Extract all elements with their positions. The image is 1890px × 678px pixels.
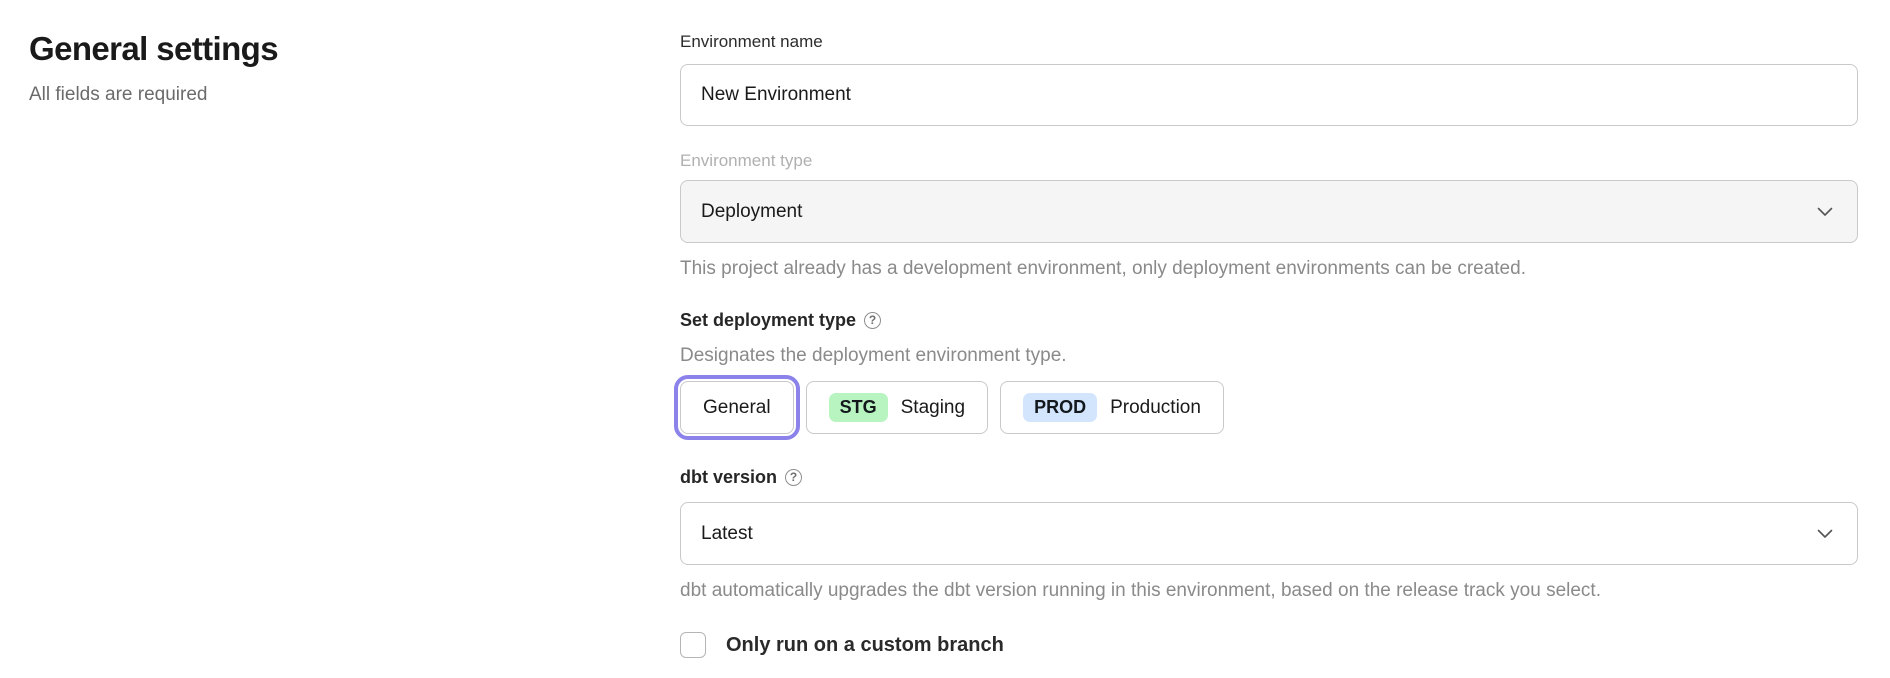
dbt-version-helper: dbt automatically upgrades the dbt versi…	[680, 580, 1601, 601]
question-circle-icon[interactable]	[785, 468, 803, 486]
custom-branch-row: Only run on a custom branch	[680, 632, 1858, 658]
deployment-type-option-staging[interactable]: STG Staging	[805, 381, 989, 434]
deployment-type-label: Set deployment type	[680, 310, 857, 330]
deployment-type-option-staging-label: Staging	[900, 396, 966, 418]
page-title: General settings	[29, 30, 279, 67]
staging-badge: STG	[828, 393, 888, 422]
environment-name-input[interactable]	[680, 64, 1858, 126]
settings-header: General settings All fields are required	[29, 30, 589, 106]
dbt-version-label: dbt version	[680, 467, 778, 487]
deployment-type-options: General STG Staging PROD Production	[674, 375, 1858, 440]
deployment-type-option-production-label: Production	[1110, 396, 1201, 418]
custom-branch-label: Only run on a custom branch	[726, 634, 1004, 656]
environment-name-label: Environment name	[680, 32, 823, 51]
dbt-version-select[interactable]: Latest	[680, 502, 1858, 565]
environment-settings-form: Environment name Environment type Deploy…	[674, 30, 1858, 658]
production-badge: PROD	[1023, 393, 1098, 422]
chevron-down-icon	[1817, 207, 1833, 217]
dbt-version-value: Latest	[701, 522, 753, 544]
environment-type-value: Deployment	[701, 200, 803, 222]
environment-type-helper: This project already has a development e…	[680, 258, 1526, 279]
environment-type-select: Deployment	[680, 180, 1858, 243]
deployment-type-option-general-label: General	[703, 396, 771, 418]
page-subtitle: All fields are required	[29, 84, 208, 105]
environment-type-label: Environment type	[680, 151, 813, 170]
deployment-type-description: Designates the deployment environment ty…	[680, 345, 1067, 366]
question-circle-icon[interactable]	[864, 311, 882, 329]
deployment-type-option-general[interactable]: General	[674, 375, 800, 440]
deployment-type-option-production[interactable]: PROD Production	[1000, 381, 1224, 434]
custom-branch-checkbox[interactable]	[680, 632, 706, 658]
chevron-down-icon	[1817, 529, 1833, 539]
